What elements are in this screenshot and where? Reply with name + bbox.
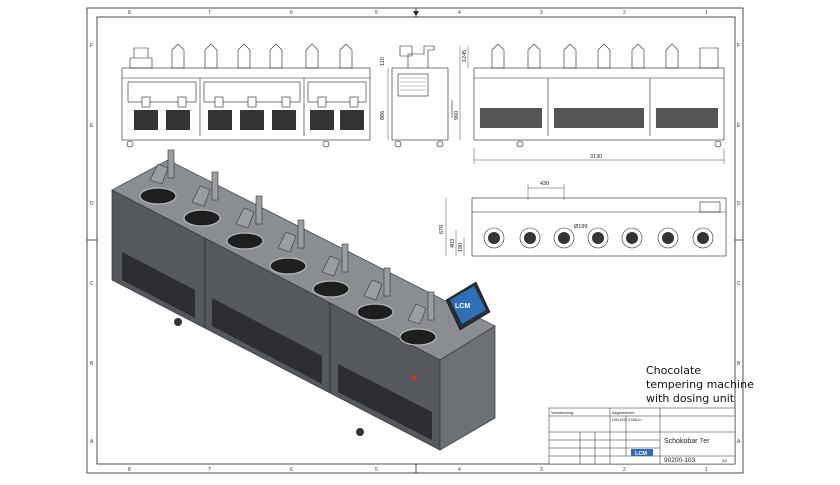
col-label-top: 5 xyxy=(375,10,378,16)
col-label-bottom: 1 xyxy=(705,467,708,473)
orientation-arrow-top xyxy=(413,11,419,16)
col-label-top: 4 xyxy=(458,10,461,16)
row-label-left: C xyxy=(90,281,94,287)
col-label-bottom: 2 xyxy=(623,467,626,473)
sheet-border-outer xyxy=(86,7,744,474)
side-view-dimensions xyxy=(387,46,469,140)
col-label-bottom: 7 xyxy=(208,467,211,473)
row-label-right: D xyxy=(737,201,741,207)
col-label-top: 6 xyxy=(290,10,293,16)
frame-row-labels: F E D C B A F E D C B A xyxy=(90,43,741,445)
isometric-machine-render xyxy=(111,149,496,451)
row-label-right: C xyxy=(737,281,741,287)
dim-side-height: 886 xyxy=(380,111,386,120)
row-label-right: A xyxy=(737,439,741,445)
top-view xyxy=(471,197,727,257)
row-label-right: B xyxy=(737,361,741,367)
frame-column-labels: 8 7 6 5 4 3 2 1 8 7 6 5 4 3 2 1 xyxy=(128,10,708,473)
rear-view xyxy=(473,43,725,148)
dim-bowl-diameter: Ø199 xyxy=(574,224,587,230)
title-block-name: Schokobar 7er xyxy=(664,438,710,445)
dim-side-top: 110 xyxy=(380,57,386,66)
row-label-right: F xyxy=(737,43,740,49)
dim-bowl-offset: 403 xyxy=(450,239,456,248)
row-label-left: F xyxy=(90,43,93,49)
col-label-top: 7 xyxy=(208,10,211,16)
title-block-tolerance: Allgemeintol. xyxy=(612,410,635,415)
col-label-top: 1 xyxy=(705,10,708,16)
col-label-top: 8 xyxy=(128,10,131,16)
row-label-left: B xyxy=(90,361,94,367)
dim-pitch: 430 xyxy=(540,181,549,187)
length-dimension xyxy=(473,148,725,164)
title-block-logo-text: LCM xyxy=(635,451,647,457)
col-label-bottom: 6 xyxy=(290,467,293,473)
col-label-top: 2 xyxy=(623,10,626,16)
title-block-number: 90200-103 xyxy=(664,457,695,464)
top-view-dimensions xyxy=(445,184,565,256)
dim-depth: 676 xyxy=(439,225,445,234)
col-label-bottom: 8 xyxy=(128,467,131,473)
title-block-usage: Verwendung xyxy=(551,410,573,415)
col-label-bottom: 4 xyxy=(458,467,461,473)
title-block-logo xyxy=(631,449,653,456)
col-label-bottom: 3 xyxy=(540,467,543,473)
title-block-standard: DIN ISO 2768-m xyxy=(612,417,642,422)
col-label-top: 3 xyxy=(540,10,543,16)
description-line-1: Chocolate xyxy=(646,364,701,377)
row-label-left: A xyxy=(90,439,94,445)
description-line-3: with dosing unit xyxy=(646,392,735,405)
col-label-bottom: 5 xyxy=(375,467,378,473)
row-label-left: D xyxy=(90,201,94,207)
logo-on-screen: LCM xyxy=(455,303,470,310)
dim-bowl-inset: 190 xyxy=(458,243,464,252)
dim-body-height: 960 xyxy=(454,111,460,120)
control-screen xyxy=(445,281,491,331)
side-view xyxy=(391,45,453,148)
row-label-right: E xyxy=(737,123,741,129)
title-block-sheet-size: A3 xyxy=(722,458,728,463)
row-label-left: E xyxy=(90,123,94,129)
dim-total-height: 1245 xyxy=(462,50,468,62)
dim-length: 3130 xyxy=(590,154,602,160)
description-line-2: tempering machine xyxy=(646,378,754,391)
front-view xyxy=(121,43,371,148)
